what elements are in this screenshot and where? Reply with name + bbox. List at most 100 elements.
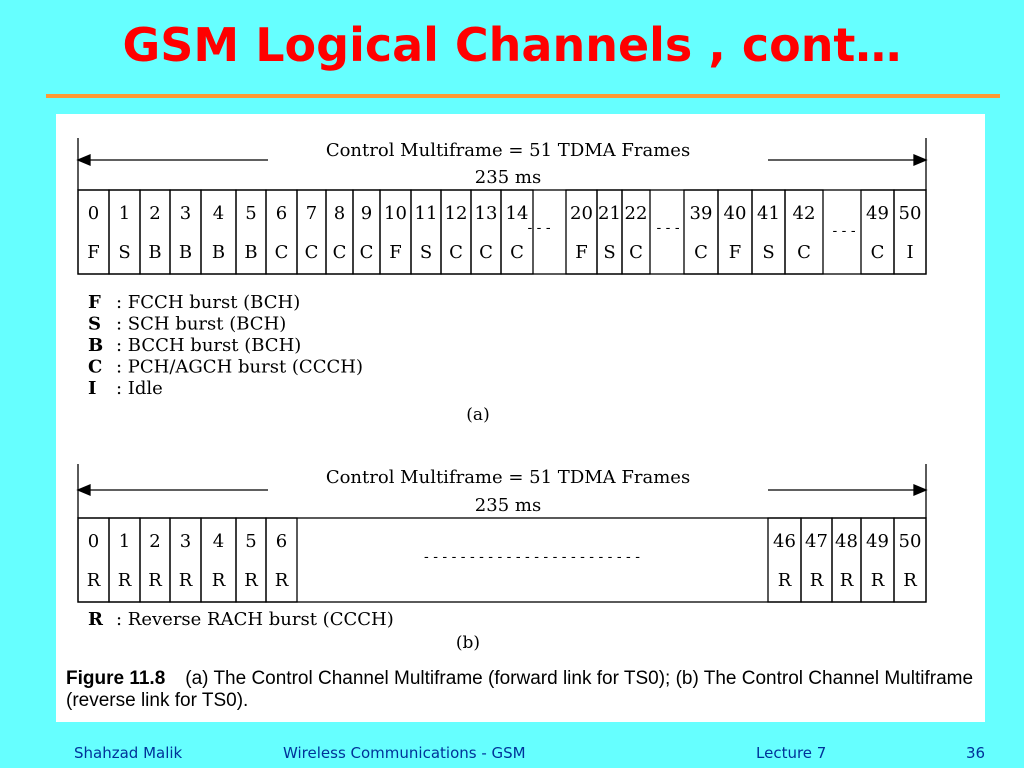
a-frame-13: 13C: [470, 189, 502, 275]
b-frame-4: 4R: [200, 517, 237, 603]
a-frame-49: 49C: [860, 189, 895, 275]
multiframe-diagram: Control Multiframe = 51 TDMA Frames 235 …: [76, 138, 928, 653]
a-ellipsis-1: - - -: [527, 220, 550, 236]
b-frame-number: 2: [149, 531, 160, 552]
a-frame-code: C: [333, 242, 347, 263]
b-legend-item: R: Reverse RACH burst (CCCH): [88, 609, 394, 630]
slide-title: GSM Logical Channels , cont…: [122, 18, 902, 72]
a-frame-14: 14C: [500, 189, 534, 275]
footer-course: Wireless Communications - GSM: [283, 744, 526, 762]
b-frame-0: 0R: [77, 517, 110, 603]
b-frame-code: R: [778, 570, 792, 591]
b-frame-number: 1: [119, 531, 130, 552]
a-frame-cell: [893, 189, 927, 275]
a-legend-item: I : Idle: [88, 378, 163, 399]
a-frame-number: 22: [625, 203, 648, 224]
a-frame-number: 3: [180, 203, 191, 224]
b-frame-code: R: [275, 570, 289, 591]
a-frame-code: C: [360, 242, 374, 263]
a-frame-code: C: [479, 242, 493, 263]
a-frame-cell: [500, 189, 534, 275]
a-frame-code: C: [694, 242, 708, 263]
a-frame-number: 8: [334, 203, 345, 224]
b-frame-code: R: [244, 570, 258, 591]
a-frame-39: 39C: [683, 189, 719, 275]
a-frame-41: 41S: [751, 189, 786, 275]
a-legend: F: FCCH burst (BCH)S: SCH burst (BCH)B: …: [88, 292, 363, 399]
a-frame-code: S: [603, 242, 615, 263]
a-frame-21: 21S: [596, 189, 623, 275]
b-header-line1: Control Multiframe = 51 TDMA Frames: [326, 467, 690, 488]
b-ellipsis: - - - - - - - - - - - - - - - - - - - - …: [424, 549, 640, 565]
a-frame-number: 21: [598, 203, 621, 224]
b-frame-number: 50: [899, 531, 922, 552]
b-frame-code: R: [212, 570, 226, 591]
a-frame-code: C: [305, 242, 319, 263]
b-legend: R: Reverse RACH burst (CCCH): [88, 609, 394, 630]
a-frame-number: 20: [570, 203, 593, 224]
b-frame-46: 46R: [767, 517, 802, 603]
a-legend-key: F: [88, 292, 101, 313]
a-frame-number: 1: [119, 203, 130, 224]
a-legend-item: B: BCCH burst (BCH): [88, 335, 301, 356]
a-frame-cell: [621, 189, 651, 275]
a-frame-number: 11: [415, 203, 438, 224]
a-legend-desc: : FCCH burst (BCH): [116, 292, 300, 313]
a-legend-key: B: [88, 335, 103, 356]
b-frame-2: 2R: [139, 517, 171, 603]
a-frame-40: 40F: [717, 189, 753, 275]
a-frame-code: F: [575, 242, 588, 263]
b-frame-number: 48: [835, 531, 858, 552]
b-frame-49: 49R: [860, 517, 895, 603]
b-frame-code: R: [118, 570, 132, 591]
a-frame-code: C: [449, 242, 463, 263]
b-frame-cell: [893, 517, 927, 603]
a-frame-number: 50: [899, 203, 922, 224]
b-frame-3: 3R: [169, 517, 202, 603]
a-frame-number: 2: [149, 203, 160, 224]
b-frame-1: 1R: [108, 517, 141, 603]
a-frame-code: F: [87, 242, 100, 263]
a-frame-9: 9C: [352, 189, 381, 275]
a-frame-6: 6C: [265, 189, 298, 275]
a-ellipsis-3: - - -: [832, 223, 855, 239]
footer-lecture: Lecture 7: [756, 744, 827, 762]
b-frame-code: R: [87, 570, 101, 591]
a-frame-0: 0F: [77, 189, 110, 275]
a-legend-key: I: [88, 378, 96, 399]
b-frame-number: 6: [276, 531, 287, 552]
a-ellipsis-2: - - -: [656, 220, 679, 236]
a-frame-12: 12C: [440, 189, 472, 275]
a-frame-42: 42C: [784, 189, 824, 275]
a-frame-number: 42: [793, 203, 816, 224]
b-label: (b): [456, 633, 480, 653]
a-frame-5: 5B: [235, 189, 267, 275]
b-frame-50: 50R: [893, 517, 927, 603]
a-legend-key: C: [88, 357, 102, 378]
a-legend-desc: : Idle: [116, 378, 163, 399]
b-frame-number: 5: [245, 531, 256, 552]
a-frame-number: 5: [245, 203, 256, 224]
a-frame-code: C: [510, 242, 524, 263]
a-header-line2: 235 ms: [475, 167, 541, 188]
b-frame-code: R: [179, 570, 193, 591]
a-legend-desc: : SCH burst (BCH): [116, 314, 286, 335]
a-legend-item: S: SCH burst (BCH): [88, 314, 286, 335]
b-frame-number: 4: [213, 531, 224, 552]
a-frame-50: 50I: [893, 189, 927, 275]
a-frame-code: B: [244, 242, 257, 263]
b-frame-47: 47R: [800, 517, 833, 603]
a-frame-number: 13: [475, 203, 498, 224]
a-frame-code: B: [212, 242, 225, 263]
a-frame-1: 1S: [108, 189, 141, 275]
a-frame-number: 4: [213, 203, 224, 224]
footer-author: Shahzad Malik: [74, 744, 183, 762]
a-frame-code: C: [871, 242, 885, 263]
title-underline: [46, 94, 1000, 98]
a-frame-number: 14: [506, 203, 529, 224]
a-frame-number: 9: [361, 203, 372, 224]
a-frame-code: C: [629, 242, 643, 263]
caption-label: Figure 11.8: [66, 668, 166, 689]
b-frame-48: 48R: [831, 517, 862, 603]
a-legend-item: C: PCH/AGCH burst (CCCH): [88, 357, 363, 378]
